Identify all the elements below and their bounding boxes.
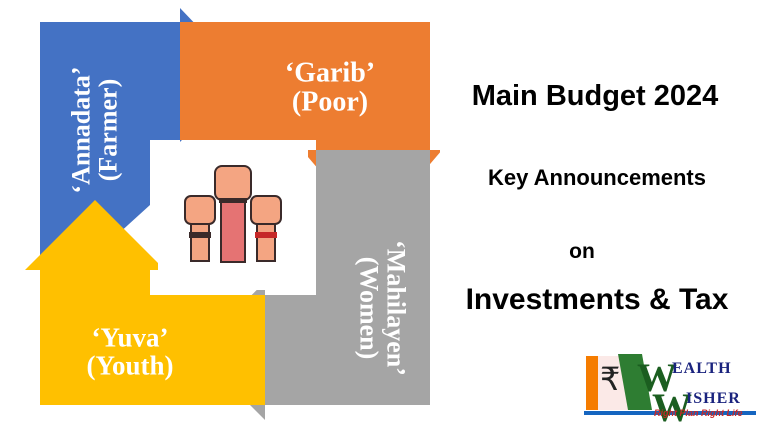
youth-segment bbox=[25, 200, 265, 405]
youth-english-term: (Youth) bbox=[86, 351, 174, 381]
logo-w1-rest: EALTH bbox=[672, 360, 732, 377]
raised-fists-icon bbox=[184, 165, 282, 263]
logo-w2-rest: ISHER bbox=[686, 390, 741, 407]
women-hindi-term: ‘Mahilayen’ bbox=[381, 240, 411, 376]
farmer-english-term: (Farmer) bbox=[94, 78, 123, 182]
logo-graphic bbox=[584, 354, 756, 415]
poor-segment-label: ‘Garib’ (Poor) bbox=[284, 57, 376, 118]
logo-w2-initial: W bbox=[652, 385, 692, 430]
rupee-icon: ₹ bbox=[600, 360, 621, 398]
subtitle: Key Announcements bbox=[487, 165, 707, 190]
main-title: Main Budget 2024 bbox=[471, 80, 719, 112]
poor-english-term: (Poor) bbox=[291, 87, 369, 118]
women-english-term: (Women) bbox=[354, 256, 383, 360]
logo-tagline: Right Plan Right Life bbox=[654, 408, 743, 418]
connector-text: on bbox=[569, 240, 595, 263]
logo-w1-initial: W bbox=[637, 355, 677, 400]
women-segment-label: ‘Mahilayen’ (Women) bbox=[354, 240, 411, 376]
budget-pillars-cycle-diagram bbox=[25, 8, 440, 420]
farmer-hindi-term: ‘Annadata’ bbox=[66, 66, 96, 194]
youth-segment-label: ‘Yuva’ (Youth) bbox=[86, 322, 174, 381]
poor-hindi-term: ‘Garib’ bbox=[284, 57, 376, 89]
farmer-segment-label: ‘Annadata’ (Farmer) bbox=[66, 66, 123, 194]
youth-hindi-term: ‘Yuva’ bbox=[91, 322, 169, 353]
wealth-wisher-logo: ₹ W EALTH W ISHER Right Plan Right Life bbox=[582, 350, 760, 430]
focus-title: Investments & Tax bbox=[465, 283, 729, 316]
